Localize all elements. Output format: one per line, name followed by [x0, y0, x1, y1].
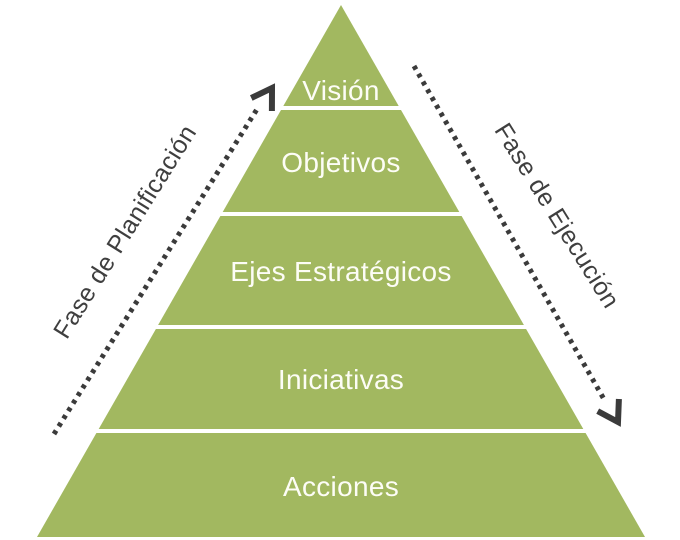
pyramid-level-label-vision: Visión [302, 75, 380, 106]
planning-dotted-line [51, 104, 262, 436]
execution-dotted-line [411, 64, 608, 403]
pyramid-level-objetivos-shape [222, 110, 460, 212]
pyramid-level-iniciativas-shape [98, 329, 584, 429]
pyramid-level-label-acciones: Acciones [283, 471, 399, 502]
pyramid-level-label-ejes: Ejes Estratégicos [230, 256, 451, 287]
pyramid-level-label-iniciativas: Iniciativas [278, 364, 404, 395]
execution-phase-label: Fase de Ejecución [489, 118, 625, 313]
down-arrowhead-icon [596, 398, 622, 427]
up-arrowhead-icon [249, 83, 276, 112]
pyramid-level-acciones-shape [37, 433, 645, 537]
pyramid-level-ejes-shape [158, 216, 524, 325]
pyramid: Visión Objetivos Ejes Estratégicos Inici… [37, 5, 645, 537]
pyramid-level-label-objetivos: Objetivos [281, 147, 400, 178]
pyramid-level-vision-shape [283, 5, 399, 106]
